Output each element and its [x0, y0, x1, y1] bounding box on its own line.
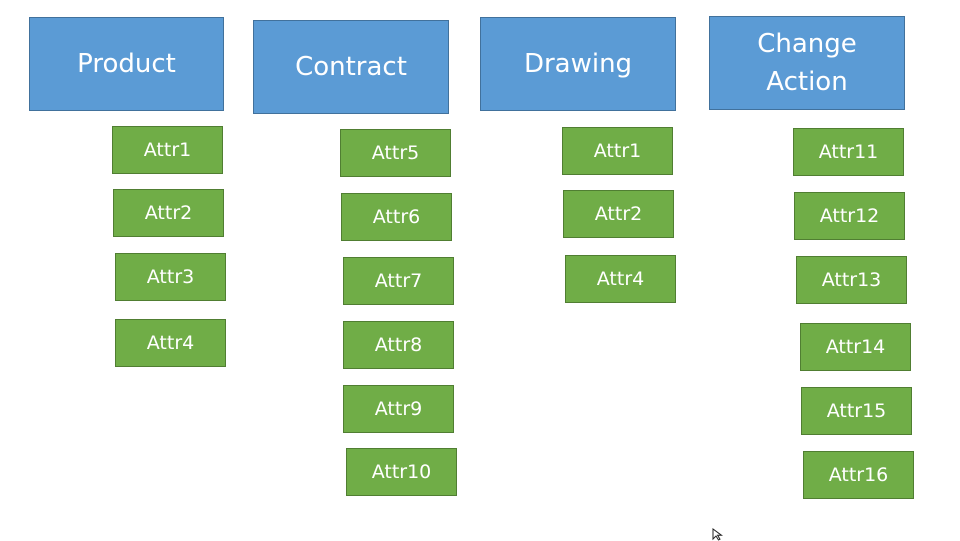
product-attr-4: Attr4: [115, 319, 226, 367]
product-header: Product: [29, 17, 224, 111]
product-attr-3: Attr3: [115, 253, 226, 301]
drawing-attr-1: Attr1: [562, 127, 673, 175]
product-attr-1: Attr1: [112, 126, 223, 174]
change-action-attr-16: Attr16: [803, 451, 914, 499]
contract-header: Contract: [253, 20, 449, 114]
change-action-attr-12: Attr12: [794, 192, 905, 240]
drawing-attr-4: Attr4: [565, 255, 676, 303]
contract-attr-10: Attr10: [346, 448, 457, 496]
contract-attr-8: Attr8: [343, 321, 454, 369]
product-attr-2: Attr2: [113, 189, 224, 237]
drawing-attr-2: Attr2: [563, 190, 674, 238]
change-action-attr-15: Attr15: [801, 387, 912, 435]
contract-attr-9: Attr9: [343, 385, 454, 433]
drawing-header: Drawing: [480, 17, 676, 111]
mouse-pointer-icon: [712, 528, 724, 541]
contract-attr-6: Attr6: [341, 193, 452, 241]
contract-attr-7: Attr7: [343, 257, 454, 305]
change-action-header: Change Action: [709, 16, 905, 110]
change-action-attr-11: Attr11: [793, 128, 904, 176]
change-action-attr-14: Attr14: [800, 323, 911, 371]
contract-attr-5: Attr5: [340, 129, 451, 177]
change-action-attr-13: Attr13: [796, 256, 907, 304]
